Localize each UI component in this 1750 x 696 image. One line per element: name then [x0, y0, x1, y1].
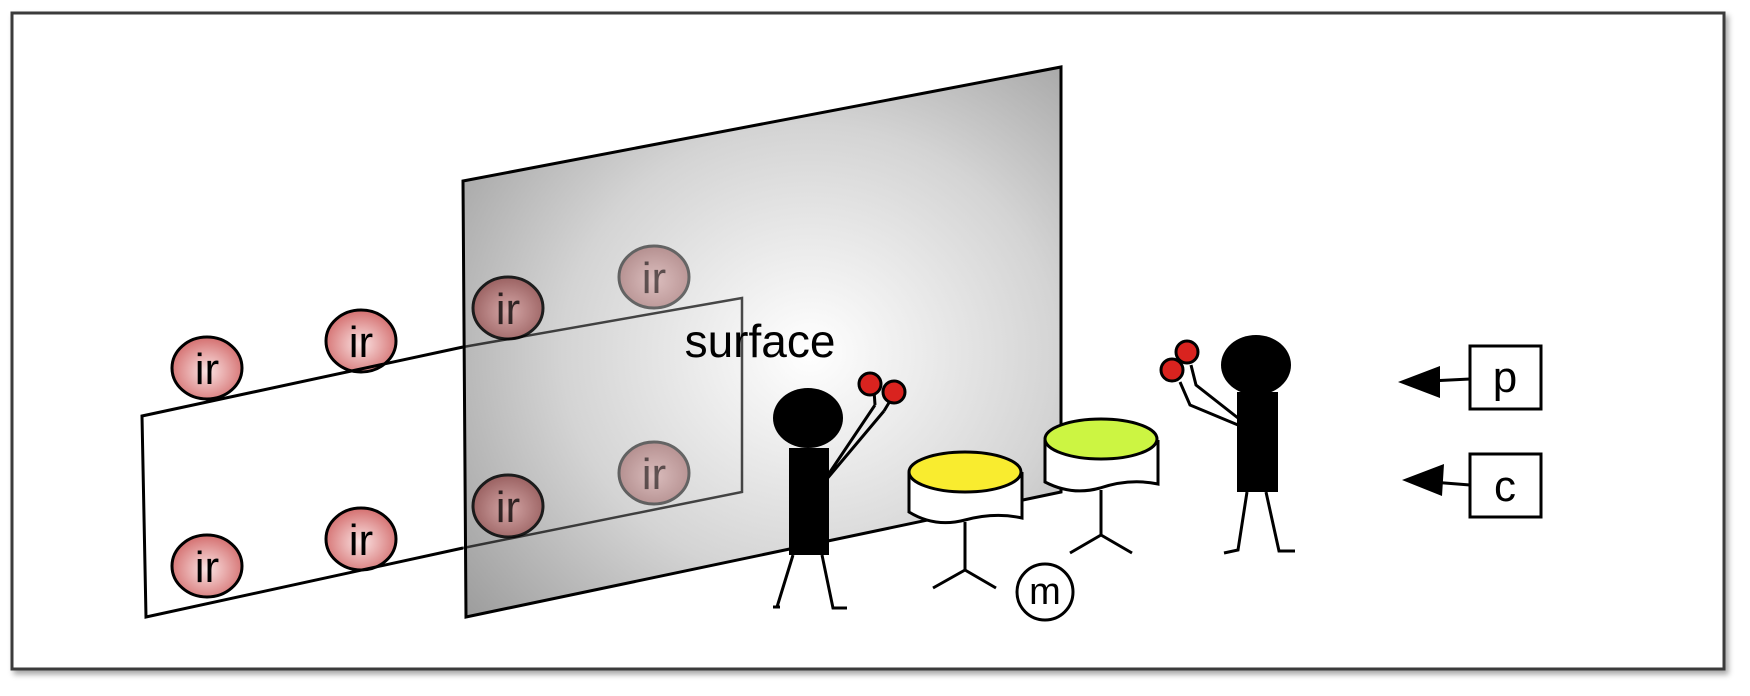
c-label: c [1494, 462, 1516, 511]
p-box: p [1468, 344, 1543, 411]
ir-label: ir [195, 543, 219, 592]
mallet-left-2 [881, 379, 907, 405]
m-label: m [1029, 571, 1061, 613]
p-arrow-icon [1398, 366, 1471, 398]
ir-sensor-top-3: ir [471, 275, 545, 341]
ir-label: ir [496, 483, 520, 532]
ir-sensor-top-2: ir [324, 308, 398, 374]
drum-right [1043, 417, 1160, 555]
ir-sensor-bottom-2: ir [324, 506, 398, 572]
sensor-frame-inside [462, 296, 744, 550]
c-box: c [1468, 452, 1543, 519]
mallet-right-1 [1174, 339, 1200, 365]
ir-label: ir [349, 318, 373, 367]
ir-label: ir [349, 516, 373, 565]
ir-label: ir [195, 345, 219, 394]
m-node: m [1015, 562, 1075, 622]
ir-sensor-bottom-3: ir [471, 473, 545, 539]
c-arrow-icon [1402, 464, 1471, 496]
mallet-right-2 [1159, 357, 1185, 383]
p-label: p [1493, 353, 1517, 402]
ir-label: ir [642, 254, 666, 303]
mallet-left-1 [857, 371, 883, 397]
person-left-figure [773, 371, 907, 610]
ir-sensor-top-1: ir [170, 335, 244, 401]
person-right-figure [1159, 335, 1295, 555]
ir-label: ir [642, 450, 666, 499]
ir-sensor-bottom-4: ir [617, 440, 691, 506]
surface-label: surface [685, 315, 836, 367]
ir-sensor-top-4: ir [617, 244, 691, 310]
ir-label: ir [496, 285, 520, 334]
ir-sensor-bottom-1: ir [170, 533, 244, 599]
drum-left [907, 450, 1024, 590]
sensor-frame-left [140, 345, 464, 619]
